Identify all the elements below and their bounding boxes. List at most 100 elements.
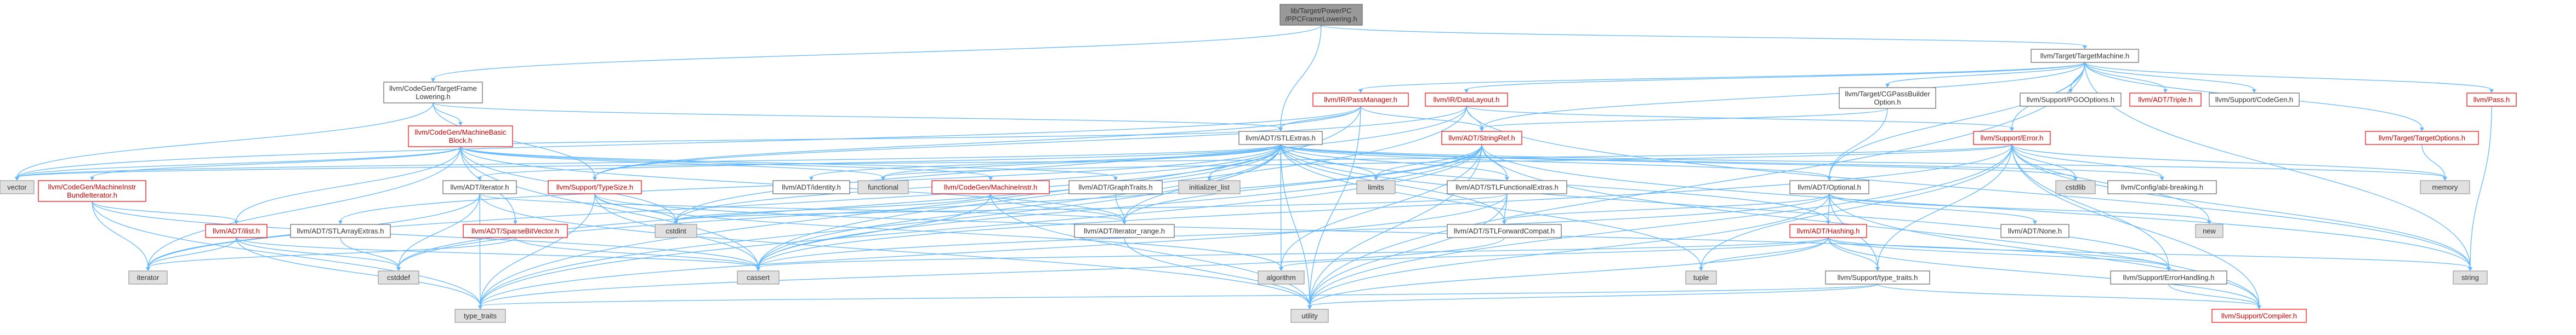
node-label: iterator — [137, 274, 160, 282]
node-label: llvm/Support/Compiler.h — [2221, 312, 2297, 320]
node-box — [1789, 224, 1867, 238]
node-triple[interactable]: llvm/ADT/Triple.h — [2129, 93, 2202, 107]
edge-typetraitsh-to-compiler — [1877, 284, 2260, 307]
node-box — [38, 180, 146, 202]
node-ilist[interactable]: llvm/ADT/ilist.h — [205, 224, 268, 238]
node-box — [0, 180, 35, 194]
edge-datalayout-to-cstdint — [675, 106, 1467, 222]
node-stringref[interactable]: llvm/ADT/StringRef.h — [1441, 131, 1522, 145]
node-label: llvm/ADT/STLExtras.h — [1246, 134, 1316, 142]
node-stlextras[interactable]: llvm/ADT/STLExtras.h — [1238, 131, 1323, 145]
edge-error-to-functional — [883, 144, 2012, 178]
node-box — [378, 270, 419, 285]
node-box — [1839, 87, 1936, 109]
node-configbreak[interactable]: llvm/Config/abi-breaking.h — [2107, 180, 2217, 194]
edge-arrowhead — [809, 177, 814, 181]
edge-arrowhead — [2252, 89, 2256, 93]
edge-passmanager-to-typesize — [594, 106, 1361, 178]
node-pgo[interactable]: llvm/Support/PGOOptions.h — [2020, 93, 2122, 107]
edge-typesize-to-type_traits — [480, 193, 595, 307]
edge-stlfunc-to-type_traits — [480, 193, 1508, 307]
edge-arrowhead — [234, 221, 238, 224]
node-typesize[interactable]: llvm/Support/TypeSize.h — [548, 180, 642, 194]
node-targetmachine[interactable]: llvm/Target/TargetMachine.h — [2031, 49, 2139, 63]
node-label: cstddef — [387, 274, 410, 282]
edge-sparsebit-to-cassert — [515, 237, 759, 268]
node-targetoptions[interactable]: llvm/Target/TargetOptions.h — [2365, 131, 2479, 145]
edge-root-to-stlextras — [1280, 25, 1322, 129]
node-compiler[interactable]: llvm/Support/Compiler.h — [2211, 309, 2307, 323]
edge-datalayout-to-string — [1466, 106, 2471, 268]
node-box — [1290, 309, 1329, 323]
edge-arrowhead — [881, 177, 885, 181]
edge-mbb-to-vector — [16, 146, 461, 178]
edge-error-to-tuple — [1701, 144, 2012, 268]
node-iterrange[interactable]: llvm/ADT/iterator_range.h — [1074, 224, 1175, 238]
node-machineinstr[interactable]: llvm/CodeGen/MachineInstr.h — [931, 180, 1050, 194]
node-identity[interactable]: llvm/ADT/identity.h — [772, 180, 850, 194]
node-datalayout[interactable]: llvm/IR/DataLayout.h — [1425, 93, 1508, 107]
node-none[interactable]: llvm/ADT/None.h — [2000, 224, 2069, 238]
edge-hashing-to-typetraitsh — [1828, 237, 1878, 268]
node-label: limits — [1368, 183, 1384, 192]
node-box — [408, 125, 513, 147]
edge-datalayout-to-error — [1466, 106, 2012, 129]
node-label: llvm/ADT/identity.h — [782, 183, 840, 192]
edge-ilist-to-cassert — [236, 237, 759, 268]
node-label: Option.h — [1874, 98, 1901, 106]
edge-stlextras-to-memory — [1280, 144, 2446, 178]
node-box — [655, 224, 697, 238]
edge-arrowhead — [396, 267, 401, 271]
edge-error-to-typetraitsh — [1877, 144, 2012, 268]
node-memory: memory — [2420, 180, 2470, 194]
edge-stlextras-to-vector — [16, 144, 1281, 178]
edge-error-to-memory — [2011, 144, 2446, 178]
edge-stringref-to-cstddef — [398, 144, 1482, 268]
node-stlforward[interactable]: llvm/ADT/STLForwardCompat.h — [1447, 224, 1562, 238]
node-box — [1238, 131, 1323, 145]
node-typetraitsh[interactable]: llvm/Support/type_traits.h — [1825, 270, 1930, 285]
node-stlarray[interactable]: llvm/ADT/STLArrayExtras.h — [290, 224, 391, 238]
node-sparsebit[interactable]: llvm/ADT/SparseBitVector.h — [463, 224, 568, 238]
edge-arrowhead — [1480, 128, 1484, 131]
node-tuple: tuple — [1685, 270, 1717, 285]
edge-stlextras-to-stlfunc — [1280, 144, 1508, 178]
node-mibundle[interactable]: llvm/CodeGen/MachineInstrBundleIterator.… — [38, 180, 146, 202]
edge-typesize-to-algorithm — [594, 193, 1282, 268]
edge-arrowhead — [1464, 89, 1469, 93]
edge-passmanager-to-utility — [1309, 106, 1361, 307]
edge-mibundle-to-cassert — [92, 201, 759, 268]
edge-arrowhead — [2207, 221, 2211, 224]
node-hashing[interactable]: llvm/ADT/Hashing.h — [1789, 224, 1867, 238]
node-passmanager[interactable]: llvm/IR/PassManager.h — [1312, 93, 1409, 107]
edge-arrowhead — [146, 267, 150, 271]
node-stlfunc[interactable]: llvm/ADT/STLFunctionalExtras.h — [1447, 180, 1567, 194]
node-error[interactable]: llvm/Support/Error.h — [1973, 131, 2051, 145]
node-errorhandling[interactable]: llvm/Support/ErrorHandling.h — [2110, 270, 2227, 285]
edge-machineinstr-to-cassert — [758, 193, 991, 268]
node-box — [2466, 93, 2517, 107]
edge-typetraitsh-to-utility — [1309, 284, 1878, 307]
edge-arrowhead — [15, 177, 19, 181]
node-box — [2195, 224, 2224, 238]
node-graphtraits[interactable]: llvm/ADT/GraphTraits.h — [1068, 180, 1163, 194]
edge-arrowhead — [1875, 267, 1880, 271]
node-pass[interactable]: llvm/Pass.h — [2466, 93, 2517, 107]
node-root[interactable]: lib/Target/PowerPC/PPCFrameLowering.h — [1280, 4, 1363, 26]
node-iterator: iterator — [128, 270, 168, 285]
node-box — [1258, 270, 1305, 285]
node-codegen[interactable]: llvm/Support/CodeGen.h — [2209, 93, 2300, 107]
node-box — [2420, 180, 2470, 194]
edge-stringref-to-type_traits — [480, 144, 1482, 307]
node-optional[interactable]: llvm/ADT/Optional.h — [1789, 180, 1869, 194]
edge-stlextras-to-iteratorh — [479, 144, 1281, 178]
node-iteratorh[interactable]: llvm/ADT/iterator.h — [442, 180, 517, 194]
node-box — [548, 180, 642, 194]
node-box — [2020, 93, 2122, 107]
edge-machineinstr-to-cstdint — [675, 193, 991, 222]
edge-targetoptions-to-memory — [2421, 144, 2446, 178]
